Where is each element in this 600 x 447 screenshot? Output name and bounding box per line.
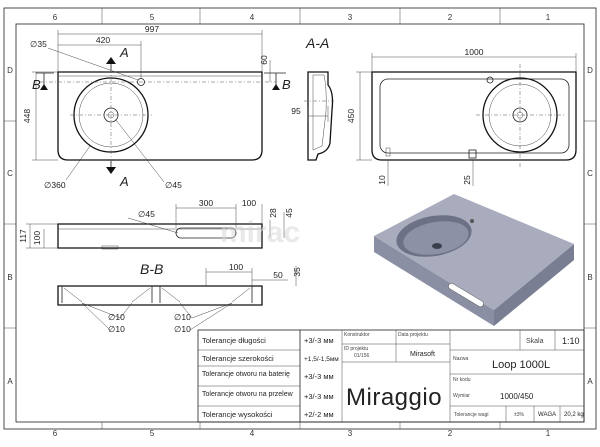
- konstruktor-label: Konstruktor: [344, 332, 370, 338]
- zone-row-b-right: B: [587, 273, 592, 282]
- dim-100-front: 100: [242, 198, 256, 208]
- front-view: ∅45 300 100 28 45 117 100: [18, 198, 294, 250]
- dim-28: 28: [268, 208, 278, 218]
- dim-bb-hole-1: ∅10: [108, 312, 125, 322]
- brand-logo: Miraggio: [346, 384, 442, 411]
- zone-col-6: 6: [53, 13, 58, 22]
- dim-bb-50: 50: [273, 270, 283, 280]
- wymiar-label: Wymiar: [453, 393, 470, 399]
- title-block: Tolerancje długości +3/-3 мм Tolerancje …: [197, 329, 585, 423]
- tol-overflow-value: +3/-3 мм: [304, 392, 334, 401]
- zone-col-5: 5: [150, 13, 155, 22]
- dim-bb-35: 35: [292, 267, 302, 277]
- waga-label: WAGA: [538, 412, 556, 418]
- zone-col-2-bottom: 2: [448, 429, 453, 438]
- nr-kodu-label: Nr kodu: [453, 377, 471, 383]
- section-mark-a-bottom: A: [119, 174, 129, 189]
- dim-bb-hole-2: ∅10: [174, 312, 191, 322]
- dim-117: 117: [18, 229, 28, 243]
- dim-hole-35: ∅35: [30, 39, 47, 49]
- zone-col-1-bottom: 1: [546, 429, 551, 438]
- dim-drain-45: ∅45: [165, 180, 182, 190]
- section-aa-title: A-A: [305, 35, 329, 51]
- zone-col-3-bottom: 3: [348, 429, 353, 438]
- tol-tap-hole-value: +3/-3 мм: [304, 372, 334, 381]
- data-projektu-label: Data projektu: [398, 332, 428, 338]
- tol-overflow-label: Tolerancje otworu na przelew: [202, 391, 294, 398]
- dim-10: 10: [377, 175, 387, 185]
- wymiar-value: 1000/450: [500, 392, 534, 401]
- dim-bb-100: 100: [229, 262, 243, 272]
- zone-col-5-bottom: 5: [150, 429, 155, 438]
- dim-1000: 1000: [465, 47, 484, 57]
- dim-100-side: 100: [32, 231, 42, 245]
- dim-450: 450: [346, 109, 356, 123]
- zone-col-3: 3: [348, 13, 353, 22]
- zone-labels: 6 5 4 3 2 1 6 5 4 3 2 1 D C B A D C B A: [7, 13, 593, 438]
- dim-420: 420: [96, 35, 110, 45]
- section-aa-view: 95: [291, 71, 334, 161]
- zone-row-b: B: [7, 273, 12, 282]
- zone-row-d: D: [7, 66, 13, 75]
- back-view: 1000 450 10 25: [346, 47, 577, 186]
- id-projektu-value: 01/156: [354, 353, 370, 359]
- nazwa-value: Loop 1000L: [492, 359, 550, 371]
- tol-length-label: Tolerancje długości: [202, 336, 266, 345]
- zone-row-c: C: [7, 169, 13, 178]
- tol-wagi-label: Tolerancje wagi: [454, 412, 488, 418]
- zone-row-a: A: [7, 377, 13, 386]
- author-value: Mirasoft: [410, 351, 435, 358]
- dim-bb-hole-4: ∅10: [174, 324, 191, 334]
- zone-col-4-bottom: 4: [250, 429, 255, 438]
- dim-25: 25: [462, 175, 472, 185]
- zone-col-1: 1: [546, 13, 551, 22]
- tol-height-label: Tolerancje wysokości: [202, 410, 273, 419]
- section-mark-a-top: A: [119, 45, 129, 60]
- top-view: 997 420 60 448 ∅35 ∅360 ∅45 A A: [22, 24, 291, 190]
- render-3d: [374, 194, 574, 326]
- id-projektu-label: ID projektu: [344, 346, 368, 352]
- dim-95: 95: [291, 106, 301, 116]
- tol-tap-hole-label: Tolerancje otworu na baterię: [202, 371, 290, 378]
- dim-60: 60: [259, 55, 269, 65]
- tol-length-value: +3/-3 мм: [304, 336, 334, 345]
- dim-bowl-360: ∅360: [44, 180, 66, 190]
- dim-bb-hole-3: ∅10: [108, 324, 125, 334]
- section-bb-view: 100 50 35 ∅10 ∅10 ∅10 ∅10: [57, 262, 302, 334]
- zone-row-c-right: C: [587, 169, 593, 178]
- zone-row-d-right: D: [587, 66, 593, 75]
- dim-997: 997: [145, 24, 159, 34]
- tol-wagi-value: ±3%: [514, 412, 525, 418]
- waga-value: 20,2 kg: [564, 412, 584, 418]
- skala-value: 1:10: [562, 336, 580, 346]
- front-dim-drain-45: ∅45: [138, 209, 155, 219]
- tol-width-label: Tolerancje szerokości: [202, 354, 274, 363]
- dim-300: 300: [199, 198, 213, 208]
- dim-448: 448: [22, 109, 32, 123]
- skala-label: Skala: [526, 338, 544, 345]
- section-mark-b-left: B: [32, 77, 41, 92]
- tol-height-value: +2/-2 мм: [304, 410, 334, 419]
- zone-col-2: 2: [448, 13, 453, 22]
- dim-45: 45: [284, 208, 294, 218]
- section-bb-title: B-B: [140, 261, 163, 277]
- section-mark-b-right: B: [282, 77, 291, 92]
- tol-width-value: +1,5/-1,5мм: [304, 356, 339, 363]
- zone-row-a-right: A: [587, 377, 593, 386]
- watermark: mirac: [220, 216, 300, 249]
- nazwa-label: Nazwa: [453, 356, 469, 362]
- zone-col-6-bottom: 6: [53, 429, 58, 438]
- zone-col-4: 4: [250, 13, 255, 22]
